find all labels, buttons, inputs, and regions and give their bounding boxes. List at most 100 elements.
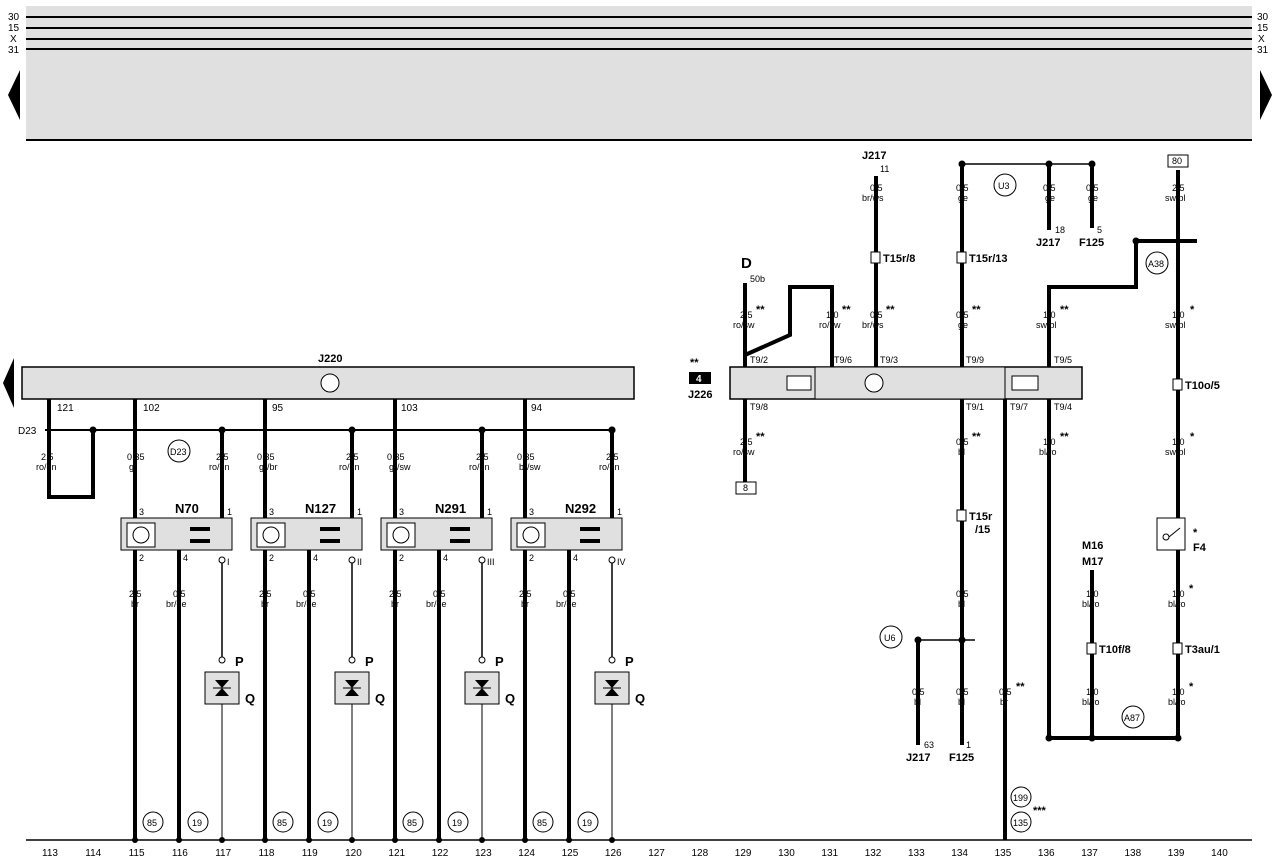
wl-1_0-h: 1,0 bbox=[1086, 687, 1099, 697]
wl-star-d: ** bbox=[972, 304, 981, 316]
right-wires bbox=[743, 163, 1197, 840]
wl-star-m: * bbox=[1189, 681, 1194, 693]
j226-relay-icon bbox=[786, 375, 812, 391]
a87-circle bbox=[1121, 705, 1145, 729]
n127-label: N127 bbox=[305, 501, 336, 516]
rail-label-30: 30 bbox=[8, 12, 20, 23]
d23-loop-wire bbox=[47, 399, 95, 499]
next-page-arrow-icon[interactable] bbox=[1260, 70, 1272, 120]
wl-1_0-a: 1,0 bbox=[826, 310, 839, 320]
j217-63-label: J217 bbox=[906, 752, 930, 764]
n292-label: N292 bbox=[565, 501, 596, 516]
f125-1-label: F125 bbox=[949, 752, 974, 764]
column-number: 132 bbox=[865, 848, 882, 859]
wl-ge-b: ge bbox=[1045, 193, 1055, 203]
wire-color: gr/br bbox=[259, 462, 278, 472]
column-number: 121 bbox=[388, 848, 405, 859]
j226-transistor-icon bbox=[864, 373, 884, 393]
wire-size: 0,5 bbox=[173, 589, 186, 599]
wl-star-h: ** bbox=[972, 431, 981, 443]
q-label: Q bbox=[375, 691, 385, 706]
ref-19-circle bbox=[577, 811, 599, 833]
u6-label: U6 bbox=[884, 633, 896, 643]
right-wire-labels: 2,5 ro/sw ** 1,0 ro/sw ** 0,5 br/ws 0,5 … bbox=[733, 183, 1195, 707]
wl-blro-a: bl/ro bbox=[1039, 447, 1057, 457]
m16-label: M16 bbox=[1082, 540, 1103, 552]
wl-blro-d: bl/ro bbox=[1082, 697, 1100, 707]
ref-19-circle bbox=[187, 811, 209, 833]
wl-br-a: br bbox=[1000, 697, 1008, 707]
wire-size: 2,5 bbox=[476, 452, 489, 462]
wl-bl-d: bl bbox=[958, 697, 965, 707]
wire-color: br/sw bbox=[519, 462, 541, 472]
column-number: 130 bbox=[778, 848, 795, 859]
wire-size: 2,5 bbox=[389, 589, 402, 599]
pin-3: 3 bbox=[399, 507, 404, 517]
wl-blro-b: bl/ro bbox=[1082, 599, 1100, 609]
j220-continue-arrow-icon[interactable] bbox=[3, 358, 14, 408]
roman-numeral: III bbox=[487, 557, 495, 567]
connector-t10o5-icon bbox=[1172, 378, 1183, 391]
pin-t9-7: T9/7 bbox=[1010, 402, 1028, 412]
pin-3: 3 bbox=[529, 507, 534, 517]
wl-rosw-b: ro/sw bbox=[819, 320, 841, 330]
d23-label: D23 bbox=[18, 426, 37, 437]
j226-label: J226 bbox=[688, 389, 712, 401]
column-number: 123 bbox=[475, 848, 492, 859]
pin-t9-2: T9/2 bbox=[750, 355, 768, 365]
column-number: 118 bbox=[259, 848, 275, 859]
j217-top-pin: 11 bbox=[880, 164, 889, 174]
column-number: 135 bbox=[995, 848, 1012, 859]
box-8 bbox=[735, 481, 757, 495]
column-number: 137 bbox=[1081, 848, 1098, 859]
pin-t9-3: T9/3 bbox=[880, 355, 898, 365]
wire-color: br/ge bbox=[166, 599, 187, 609]
column-number: 122 bbox=[432, 848, 449, 859]
wl-brws-a: br/ws bbox=[862, 193, 884, 203]
j217-top-label: J217 bbox=[862, 150, 886, 162]
rail-label-x-right: X bbox=[1258, 34, 1265, 45]
ref-19: 19 bbox=[192, 818, 202, 828]
roman-numeral: I bbox=[227, 557, 230, 567]
box-8-label: 8 bbox=[743, 483, 748, 493]
p-label: P bbox=[235, 654, 244, 669]
wire-size: 0,5 bbox=[303, 589, 316, 599]
pin-2: 2 bbox=[269, 553, 274, 563]
wl-bl-c: bl bbox=[914, 697, 921, 707]
f125-1-pin: 1 bbox=[966, 740, 971, 750]
connector-t15r15-icon bbox=[956, 509, 967, 522]
column-number: 124 bbox=[518, 848, 535, 859]
pin-121: 121 bbox=[57, 403, 74, 414]
wl-1_0-g: 1,0 bbox=[1172, 589, 1185, 599]
wl-rosw-c: ro/sw bbox=[733, 447, 755, 457]
wl-0_5-k: 0,5 bbox=[999, 687, 1012, 697]
prev-page-arrow-icon[interactable] bbox=[8, 70, 20, 120]
wire-121-color: ro/gn bbox=[36, 462, 57, 472]
j226-stars: ** bbox=[690, 357, 699, 369]
pin-4: 4 bbox=[573, 553, 578, 563]
p-label: P bbox=[495, 654, 504, 669]
wl-rosw-a: ro/sw bbox=[733, 320, 755, 330]
q-label: Q bbox=[505, 691, 515, 706]
d-pin: 50b bbox=[750, 274, 765, 284]
wl-2_5-c: 2,5 bbox=[740, 437, 753, 447]
wire-size: 0,35 bbox=[127, 452, 145, 462]
wl-0_5-i: 0,5 bbox=[912, 687, 925, 697]
wire-color: br bbox=[391, 599, 399, 609]
pin-1: 1 bbox=[487, 507, 492, 517]
d23-circle-label: D23 bbox=[170, 447, 187, 457]
wl-star-a: ** bbox=[756, 304, 765, 316]
wire-color: br bbox=[521, 599, 529, 609]
pin-3: 3 bbox=[269, 507, 274, 517]
wl-star-g: ** bbox=[756, 431, 765, 443]
column-number: 140 bbox=[1211, 848, 1228, 859]
m17-label: M17 bbox=[1082, 556, 1103, 568]
connector-t15r13: T15r/13 bbox=[969, 253, 1008, 265]
d-label: D bbox=[741, 255, 752, 272]
wl-star-b: ** bbox=[842, 304, 851, 316]
pin-94: 94 bbox=[531, 403, 543, 414]
pin-103: 103 bbox=[401, 403, 418, 414]
ref-19: 19 bbox=[582, 818, 592, 828]
rail-panel bbox=[26, 6, 1252, 140]
